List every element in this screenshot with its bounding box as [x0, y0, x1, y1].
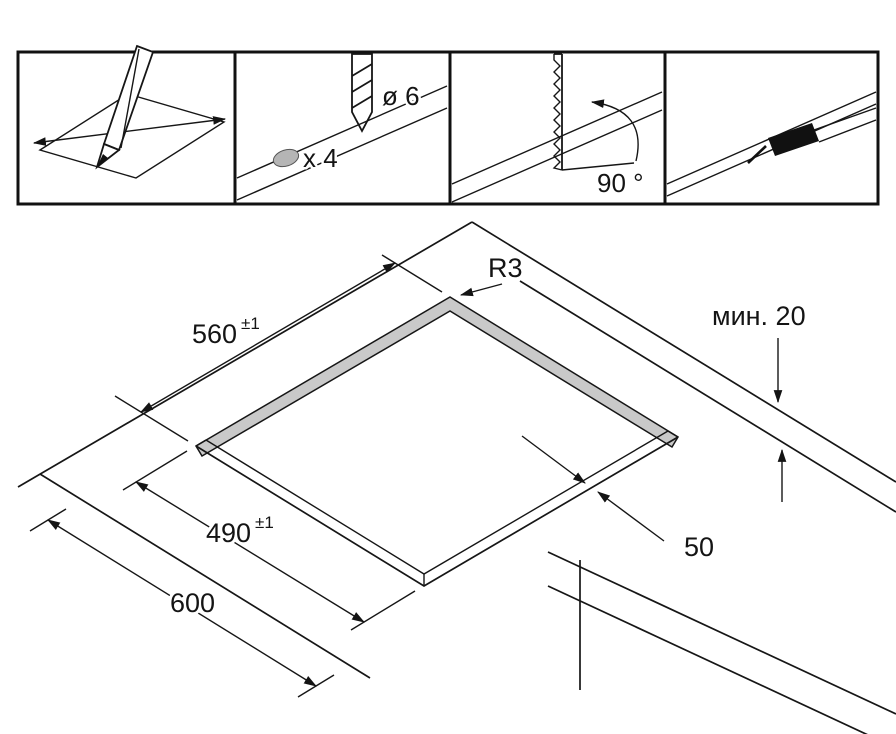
panel-drill-holes: x 4 ø 6	[233, 50, 452, 206]
cutout-inner-lip	[205, 430, 669, 575]
drill-bit-icon	[351, 53, 373, 133]
wall-line	[519, 280, 896, 513]
angle-label: 90 °	[597, 168, 644, 198]
panel-saw-cutout: 90 °	[448, 50, 667, 206]
panel-apply-sealant	[663, 50, 880, 206]
dim-min-rear-clearance: мин. 20	[709, 298, 809, 502]
worktop-cutout-diagram: 560 ±1 R3 мин. 20 490 ±1 600	[17, 221, 896, 734]
cutout-depth-value: 490	[206, 518, 251, 548]
front-distance-label: 50	[684, 532, 714, 562]
panel-frame	[233, 50, 452, 206]
cutout-depth-tolerance: ±1	[255, 513, 274, 532]
min-rear-clearance-label: мин. 20	[712, 301, 806, 331]
worktop-edge-line	[451, 91, 663, 185]
worktop-front-edge-top	[547, 551, 896, 715]
panel-frame	[663, 50, 880, 206]
cutout-corner-join	[667, 430, 679, 438]
worktop-edge-line	[451, 109, 663, 203]
diagonal-measure-arrow	[32, 116, 227, 146]
worktop-front-edge-bottom	[547, 585, 868, 734]
worktop-depth-label: 600	[170, 588, 215, 618]
dim-cutout-depth: 490 ±1	[122, 450, 416, 631]
cutout-edge-highlight	[194, 296, 680, 458]
dim-worktop-depth: 600	[29, 508, 335, 698]
joint-line	[666, 103, 877, 197]
angle-arc	[590, 99, 639, 162]
panel-mark-cutout	[16, 44, 237, 206]
worktop-left-edge	[39, 473, 371, 679]
worktop-rear-right-edge	[471, 221, 896, 483]
cut-surface-line	[561, 162, 635, 171]
dim-cutout-width: 560 ±1	[114, 254, 443, 442]
hole-count-label: x 4	[303, 143, 338, 173]
dim-front-distance: 50	[521, 435, 717, 565]
pencil-icon	[95, 44, 155, 170]
cutout-corner-join	[195, 439, 207, 447]
drill-diameter-label: ø 6	[382, 81, 420, 111]
jigsaw-blade-icon	[552, 53, 563, 171]
cutout-width-tolerance: ±1	[241, 314, 260, 333]
worktop-edge-line	[236, 85, 448, 179]
hole-marker-icon	[272, 148, 300, 168]
instruction-panels: x 4 ø 6 90 °	[16, 44, 880, 206]
worktop-edge-line	[236, 107, 448, 201]
corner-radius-callout: R3	[459, 250, 526, 297]
corner-radius-label: R3	[488, 253, 523, 283]
sealant-gun-icon	[747, 107, 877, 164]
cutout-width-value: 560	[192, 319, 237, 349]
worktop-rear-left-edge	[17, 221, 473, 488]
